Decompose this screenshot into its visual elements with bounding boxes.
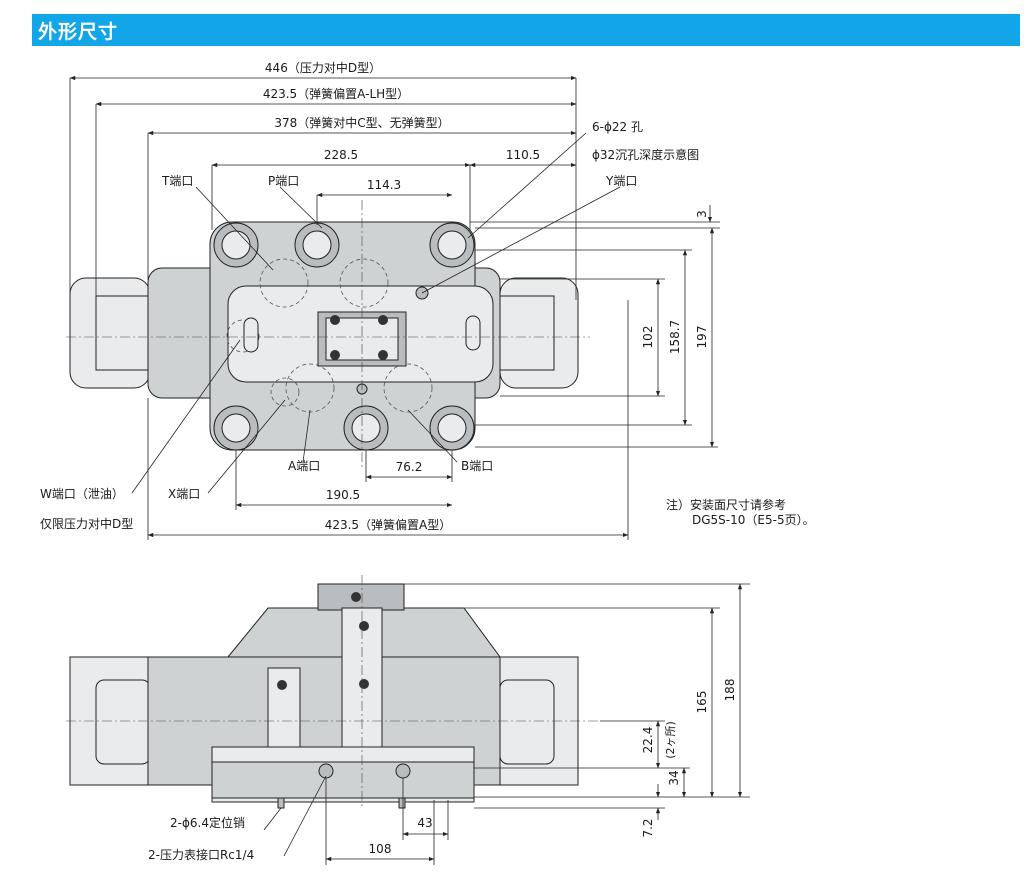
section-header: 外形尺寸: [32, 14, 1020, 46]
hidden-ports: [226, 258, 433, 413]
front-view-labels: 188 165 22.4 (2ヶ所) 34 7.2 43 108 2-ϕ6.4定…: [148, 679, 737, 862]
dim-110: 110.5: [506, 148, 540, 162]
dim-188: 188: [723, 679, 737, 702]
top-view: [66, 75, 720, 540]
right-coil-cap: [499, 295, 555, 371]
dim-102: 102: [641, 326, 655, 349]
note-line1: 注）安装面尺寸请参考: [666, 497, 786, 512]
dim-7: 7.2: [641, 818, 655, 837]
label-a-port: A端口: [288, 459, 320, 473]
top-view-labels: 446（压力对中D型） 423.5（弹簧偏置A-LH型） 378（弹簧对中C型、…: [40, 60, 815, 532]
label-pin: 2-ϕ6.4定位销: [170, 815, 245, 830]
dim-197: 197: [695, 326, 709, 349]
plate-screws: [330, 315, 388, 360]
left-pin: [277, 797, 285, 809]
dim-108: 108: [369, 842, 392, 856]
dim-378: 378（弹簧对中C型、无弹簧型）: [274, 115, 449, 130]
dim-190: 190.5: [326, 488, 360, 502]
dim-43: 43: [417, 816, 432, 830]
right-slot: [465, 315, 481, 351]
label-holes: 6-ϕ22 孔: [592, 120, 643, 134]
left-coil-cap: [95, 295, 151, 371]
label-gauge: 2-压力表接口Rc1/4: [148, 847, 254, 862]
label-y-port: Y端口: [605, 174, 637, 188]
dim-114: 114.3: [367, 178, 401, 192]
label-x-port: X端口: [168, 487, 200, 501]
dim-22: 22.4: [641, 727, 655, 754]
dim-446: 446（压力对中D型）: [265, 60, 381, 75]
front-left-coil-cap: [95, 679, 151, 765]
dim-158: 158.7: [668, 320, 682, 354]
front-subplate: [211, 761, 475, 799]
note-line2: DG5S-10（E5-5页）。: [692, 513, 815, 527]
dim-22-sub: (2ヶ所): [664, 721, 677, 759]
front-view: [66, 575, 750, 865]
right-pin: [398, 797, 406, 809]
dim-423-lh: 423.5（弹簧偏置A-LH型）: [263, 86, 409, 101]
front-right-coil-cap: [499, 679, 555, 765]
front-screws: [277, 592, 411, 779]
bolt-holes: [213, 222, 475, 451]
dim-3: 3: [695, 210, 709, 218]
section-title: 外形尺寸: [38, 21, 119, 43]
dim-228: 228.5: [324, 148, 358, 162]
label-b-port: B端口: [461, 459, 493, 473]
label-t-port: T端口: [161, 174, 193, 188]
label-p-port: P端口: [268, 174, 299, 188]
dim-34: 34: [667, 770, 681, 785]
label-d-only: 仅限压力对中D型: [40, 516, 133, 531]
dim-76: 76.2: [396, 460, 423, 474]
label-w-port: W端口（泄油）: [40, 487, 124, 501]
left-slot: [243, 317, 259, 353]
label-counterbore: ϕ32沉孔深度示意图: [592, 147, 699, 162]
front-left-block: [267, 667, 301, 749]
dim-165: 165: [695, 691, 709, 714]
dim-423-a: 423.5（弹簧偏置A型）: [325, 517, 452, 532]
